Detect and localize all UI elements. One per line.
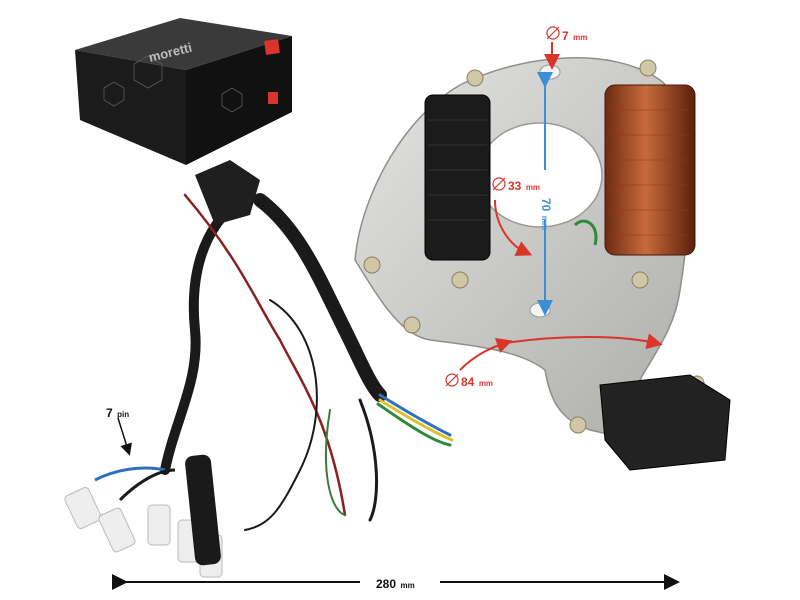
black-coil [424, 94, 491, 261]
outer-arc-label: 84 mm [461, 375, 494, 389]
dimension-84mm-arc [459, 333, 663, 371]
product-box: moretti [75, 18, 292, 165]
pickup-sensor [599, 374, 731, 471]
diameter-symbol-icon [445, 26, 560, 387]
dimension-33mm-arc [494, 199, 533, 256]
connector-pin-label: 7 pin [106, 406, 130, 420]
inner-arc-label: 33 mm [508, 179, 541, 193]
center-distance-label: 70 mm [539, 197, 554, 231]
pin-callout-arrow [117, 417, 132, 456]
hole-diameter-label: 7 mm [562, 29, 588, 43]
overall-length-label: 280 mm [376, 577, 415, 591]
wiring-harness [160, 193, 454, 531]
terminal-connectors [64, 454, 223, 578]
copper-coil [604, 84, 696, 256]
boot-connector [195, 160, 260, 225]
